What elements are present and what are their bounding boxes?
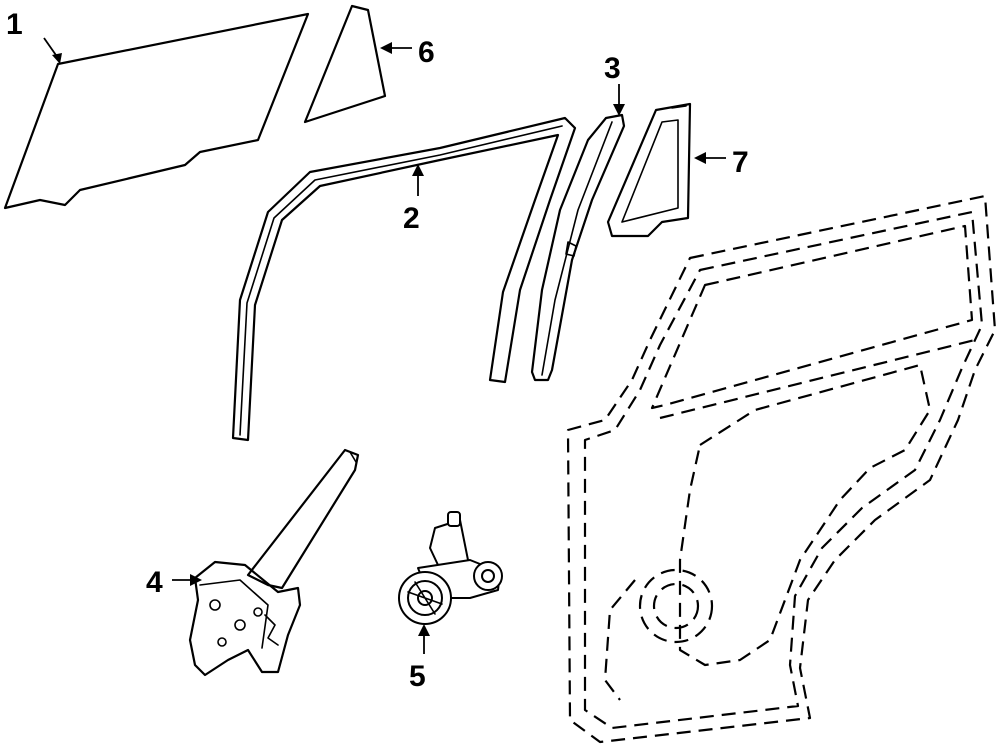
door-shell bbox=[566, 194, 997, 744]
glass-run-channel bbox=[231, 116, 577, 442]
callout-label-6: 6 bbox=[418, 36, 435, 69]
callout-1: 1 bbox=[6, 8, 62, 64]
window-regulator bbox=[188, 448, 360, 677]
callout-label-5: 5 bbox=[409, 660, 426, 693]
door-glass bbox=[3, 12, 310, 210]
division-bar bbox=[530, 113, 626, 382]
callout-label-2: 2 bbox=[403, 202, 420, 235]
quarter-glass-seal bbox=[606, 102, 692, 238]
callout-label-4: 4 bbox=[146, 566, 163, 599]
quarter-glass bbox=[303, 4, 387, 124]
callout-label-7: 7 bbox=[732, 146, 749, 179]
callout-5: 5 bbox=[409, 624, 430, 693]
callout-label-3: 3 bbox=[604, 52, 621, 85]
callout-2: 2 bbox=[403, 164, 424, 235]
callout-7: 7 bbox=[694, 146, 749, 179]
callout-4: 4 bbox=[146, 566, 202, 599]
callout-6: 6 bbox=[380, 36, 435, 69]
callout-label-1: 1 bbox=[6, 8, 23, 41]
callout-3: 3 bbox=[604, 52, 625, 116]
regulator-motor bbox=[398, 511, 503, 625]
